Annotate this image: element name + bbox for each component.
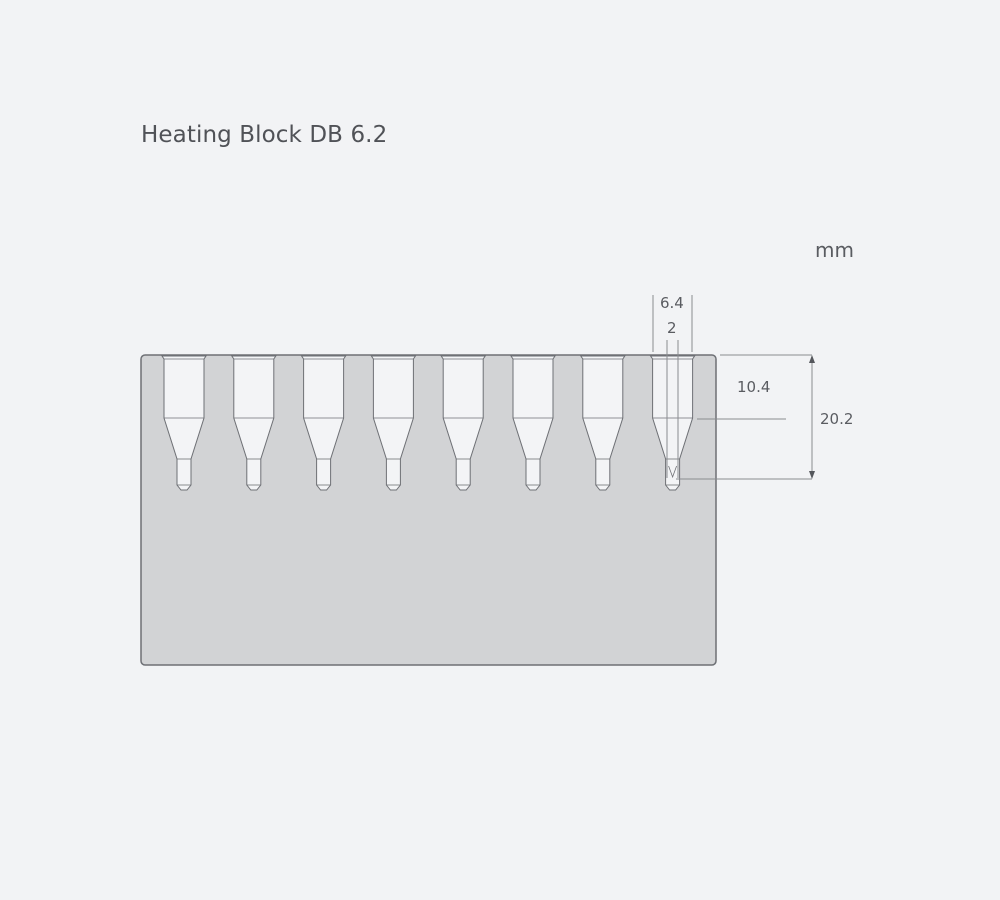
- dimension-lines: [652, 295, 813, 480]
- wells-group: [161, 355, 696, 491]
- well: [649, 355, 696, 491]
- well: [510, 355, 556, 491]
- heating-block: [140, 354, 717, 666]
- well: [579, 355, 626, 491]
- well: [161, 355, 207, 491]
- dimension-taper-depth: 10.4: [737, 378, 771, 396]
- diagram-title: Heating Block DB 6.2: [141, 122, 388, 148]
- dimension-outer-diameter: 6.4: [660, 294, 684, 312]
- well: [370, 355, 417, 491]
- well: [230, 355, 277, 491]
- dimension-total-depth: 20.2: [820, 410, 854, 428]
- well: [300, 355, 347, 491]
- dimension-inner-diameter: 2: [667, 319, 677, 337]
- unit-label: mm: [815, 238, 854, 262]
- dimension-arrows: [809, 355, 815, 479]
- well: [440, 355, 487, 491]
